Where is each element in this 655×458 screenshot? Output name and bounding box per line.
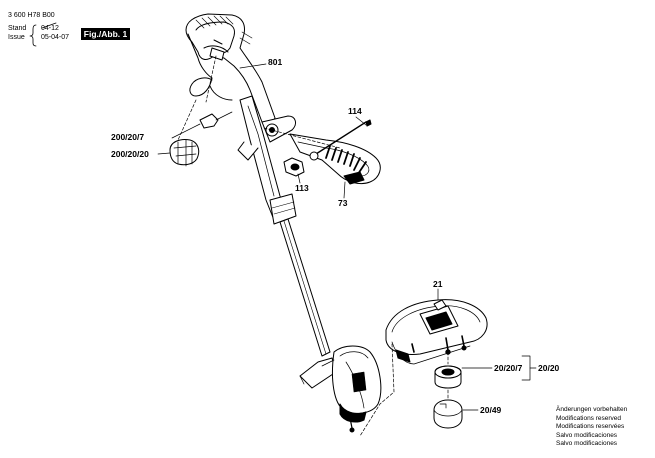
leader-lines [157,55,537,437]
part-number: 3 600 H78 B00 [8,12,55,19]
figure-label: Fig./Abb. 1 [81,28,130,40]
trimmer-upper-handle [185,13,276,127]
auxiliary-handle [289,133,381,185]
callout-20-20-7: 20/20/7 [494,363,523,373]
clip-200-20-7 [199,111,233,129]
callout-200-20-7: 200/20/7 [111,132,145,142]
note-line: Modifications reserved [556,414,622,422]
callout-20-20: 20/20 [538,363,560,373]
guard-21 [385,299,488,365]
trimmer-head [299,345,382,433]
note-line: Änderungen vorbehalten [556,406,628,413]
callout-200-20-20: 200/20/20 [111,149,149,159]
header-brace [29,22,57,47]
stand-label: Stand [8,25,27,32]
callout-20-49: 20/49 [480,405,502,415]
nut-113 [283,157,305,177]
spool-cap-200-20-20 [169,139,200,167]
modification-notes: Änderungen vorbehalten Modifications res… [556,406,627,449]
stand-value: 04-12 [41,25,59,32]
note-line: Modifications reservées [556,423,625,431]
trimmer-motor-housing-shaft [237,95,331,357]
callout-21: 21 [433,279,443,289]
issue-label: Issue [8,34,25,41]
callout-113: 113 [295,183,309,193]
callout-73: 73 [338,198,348,208]
note-line: Salvo modificaciones [556,440,618,448]
bolt-114 [309,119,372,161]
issue-value: 05-04-07 [41,34,70,41]
spool-20-20-7 [434,365,462,389]
callout-801: 801 [268,57,283,67]
callout-114: 114 [348,106,362,116]
note-line: Salvo modificaciones [556,431,618,439]
cap-20-49 [433,399,463,429]
